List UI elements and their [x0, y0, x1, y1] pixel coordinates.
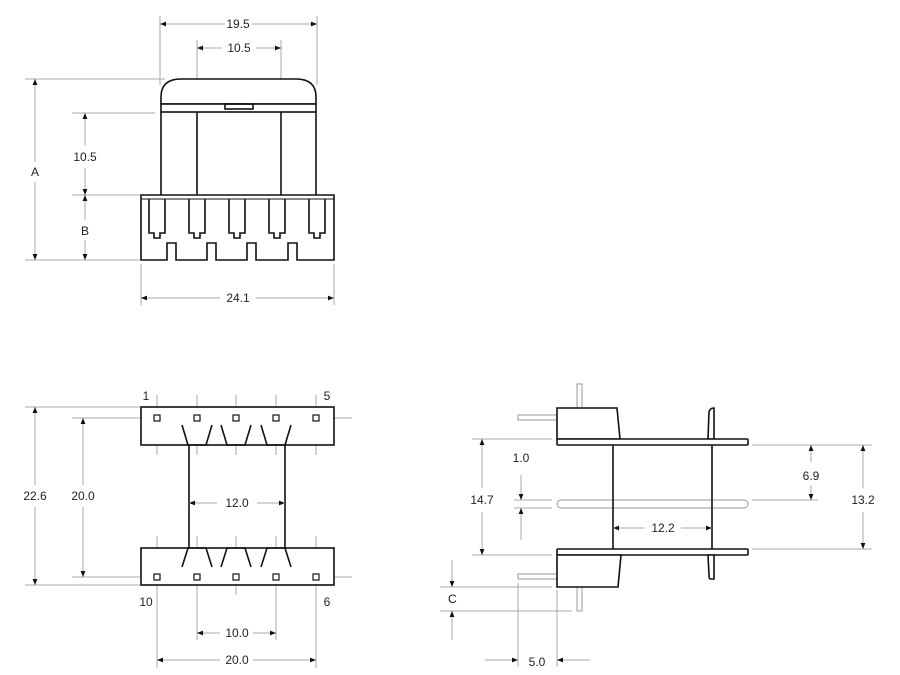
- dim-pin-span: 20.0: [225, 653, 249, 667]
- dim-label-c: C: [448, 592, 457, 606]
- pin-slot: [148, 199, 166, 239]
- dim-core-length: 12.2: [651, 521, 675, 535]
- pin-label-10: 10: [139, 595, 153, 609]
- side-view: 14.7 1.0 6.9 13.2 12.2 C 5.0: [440, 383, 875, 669]
- dim-width-inner: 10.5: [227, 41, 251, 55]
- pin-slot: [188, 199, 206, 239]
- dim-inner-height: 13.2: [851, 493, 875, 507]
- pin-square-icon: [193, 573, 201, 581]
- pin-slot: [268, 199, 286, 239]
- dim-width-outer: 19.5: [226, 17, 250, 31]
- pin-square-icon: [312, 573, 320, 581]
- bottom-view: 1 5 10 6 12.0 22.6 20.0 10.0 20.0: [23, 389, 352, 668]
- dim-base-width: 24.1: [226, 291, 250, 305]
- dim-pin-row-spacing: 20.0: [71, 489, 95, 503]
- dim-pin-offset: 5.0: [529, 655, 546, 669]
- dim-height-core: 10.5: [73, 150, 97, 164]
- pin-square-icon: [232, 414, 240, 422]
- pin-square-icon: [193, 414, 201, 422]
- dim-core-span: 12.0: [225, 496, 249, 510]
- pin-slot: [228, 199, 246, 239]
- pin-square-icon: [153, 573, 161, 581]
- pin-label-5: 5: [324, 389, 331, 403]
- pin-square-icon: [272, 414, 280, 422]
- dim-label-a: A: [31, 165, 39, 179]
- pin-row: [137, 395, 352, 455]
- dim-half-height: 6.9: [803, 469, 820, 483]
- dim-slot-width: 1.0: [513, 451, 530, 465]
- dim-label-b: B: [81, 224, 89, 238]
- pin-label-1: 1: [143, 389, 150, 403]
- pin-square-icon: [272, 573, 280, 581]
- pin-label-6: 6: [324, 595, 331, 609]
- top-view: 19.5 10.5 A 10.5 B 24.1: [25, 16, 335, 305]
- dim-pin-pitch-span: 10.0: [225, 626, 249, 640]
- pin-row: [137, 536, 352, 595]
- pin-square-icon: [232, 573, 240, 581]
- pin-slot: [308, 199, 326, 239]
- dim-overall-height: 22.6: [23, 489, 47, 503]
- dim-flange-gap: 14.7: [470, 493, 494, 507]
- pin-square-icon: [153, 414, 161, 422]
- pin-square-icon: [312, 414, 320, 422]
